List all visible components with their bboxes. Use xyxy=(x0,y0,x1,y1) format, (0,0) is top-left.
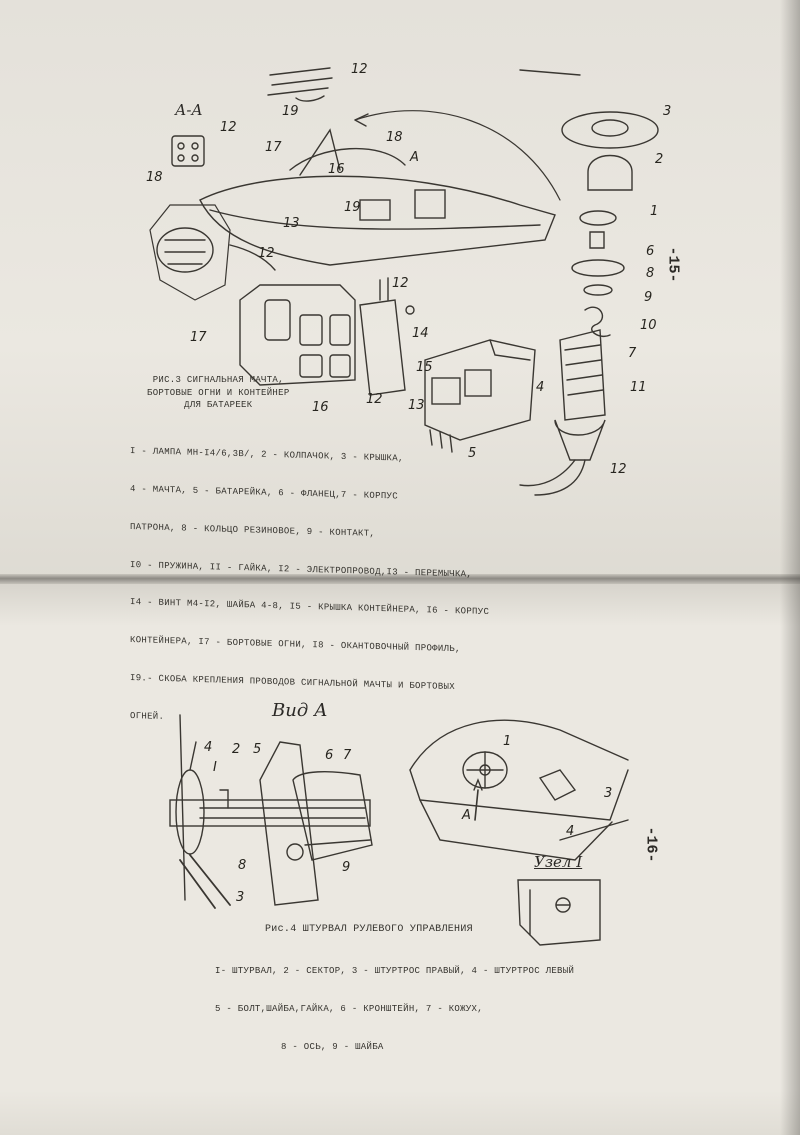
callout: 13 xyxy=(283,216,300,231)
page-fold xyxy=(0,574,800,584)
callout: 1 xyxy=(503,734,512,749)
callout: 2 xyxy=(655,152,664,167)
callout: 4 xyxy=(536,380,545,395)
callout: 2 xyxy=(232,742,241,757)
callout: 6 xyxy=(325,748,334,763)
legend-line: КОНТЕЙНЕРА, I7 - БОРТОВЫЕ ОГНИ, I8 - ОКА… xyxy=(130,635,461,655)
callout: 10 xyxy=(640,318,657,333)
callout: 12 xyxy=(366,392,383,407)
section-label: А-А xyxy=(175,101,203,119)
page-number: -15- xyxy=(664,246,682,283)
callout: А xyxy=(462,808,471,823)
callout: 1 xyxy=(650,204,659,219)
callout: I xyxy=(213,760,217,775)
page-15 xyxy=(0,0,800,578)
callout: 19 xyxy=(344,200,361,215)
callout: 18 xyxy=(386,130,403,145)
callout: 9 xyxy=(342,860,351,875)
callout: 14 xyxy=(412,326,429,341)
legend-line: 8 - ОСЬ, 9 - ШАЙБА xyxy=(281,1041,384,1052)
callout: 5 xyxy=(253,742,262,757)
callout: 17 xyxy=(190,330,207,345)
callout: 12 xyxy=(610,462,627,477)
callout: 16 xyxy=(312,400,329,415)
callout: 7 xyxy=(343,748,352,763)
callout: 12 xyxy=(258,246,275,261)
callout: 17 xyxy=(265,140,282,155)
callout: 3 xyxy=(236,890,245,905)
node-title: Узел I xyxy=(534,853,583,871)
legend-line: I- ШТУРВАЛ, 2 - СЕКТОР, 3 - ШТУРТРОС ПРА… xyxy=(215,966,575,977)
page-16 xyxy=(0,582,800,1135)
callout: 18 xyxy=(146,170,163,185)
figure-4-caption-title: Рис.4 ШТУРВАЛ РУЛЕВОГО УПРАВЛЕНИЯ xyxy=(265,924,473,935)
page-number: -16- xyxy=(642,826,660,863)
callout: 5 xyxy=(468,446,477,461)
callout: 8 xyxy=(238,858,247,873)
legend-line: 4 - МАЧТА, 5 - БАТАРЕЙКА, 6 - ФЛАНЕЦ,7 -… xyxy=(130,483,398,502)
figure-3-caption-title: РИС.3 СИГНАЛЬНАЯ МАЧТА, БОРТОВЫЕ ОГНИ И … xyxy=(147,375,290,411)
figure-3-illustration xyxy=(149,67,659,496)
callout: 3 xyxy=(663,104,672,119)
legend-line: I9.- СКОБА КРЕПЛЕНИЯ ПРОВОДОВ СИГНАЛЬНОЙ… xyxy=(130,672,455,692)
legend-line: I4 - ВИНТ М4-I2, ШАЙБА 4-8, I5 - КРЫШКА … xyxy=(130,597,490,618)
view-title: Вид А xyxy=(272,700,328,721)
legend-line: 5 - БОЛТ,ШАЙБА,ГАЙКА, 6 - КРОНШТЕЙН, 7 -… xyxy=(215,1003,483,1014)
callout: 9 xyxy=(644,290,653,305)
callout: 3 xyxy=(604,786,613,801)
legend-line: ПАТРОНА, 8 - КОЛЬЦО РЕЗИНОВОЕ, 9 - КОНТА… xyxy=(130,521,376,539)
view-mark: А xyxy=(410,150,419,165)
callout: 4 xyxy=(566,824,575,839)
figure-4-legend: I- ШТУРВАЛ, 2 - СЕКТОР, 3 - ШТУРТРОС ПРА… xyxy=(215,940,574,1079)
legend-line: I0 - ПРУЖИНА, II - ГАЙКА, I2 - ЭЛЕКТРОПР… xyxy=(130,559,473,580)
callout: 16 xyxy=(328,162,345,177)
callout: 12 xyxy=(392,276,409,291)
callout: 11 xyxy=(630,380,647,395)
callout: 12 xyxy=(351,62,368,77)
callout: 4 xyxy=(204,740,213,755)
legend-line: I - ЛАМПА МН-I4/6,3В/, 2 - КОЛПАЧОК, 3 -… xyxy=(130,446,404,464)
callout: 19 xyxy=(282,104,299,119)
callout: 7 xyxy=(628,346,637,361)
callout: 12 xyxy=(220,120,237,135)
callout: 6 xyxy=(646,244,655,259)
callout: 13 xyxy=(408,398,425,413)
paper-edge-shadow xyxy=(780,0,800,1135)
callout: 8 xyxy=(646,266,655,281)
callout: 15 xyxy=(416,360,433,375)
